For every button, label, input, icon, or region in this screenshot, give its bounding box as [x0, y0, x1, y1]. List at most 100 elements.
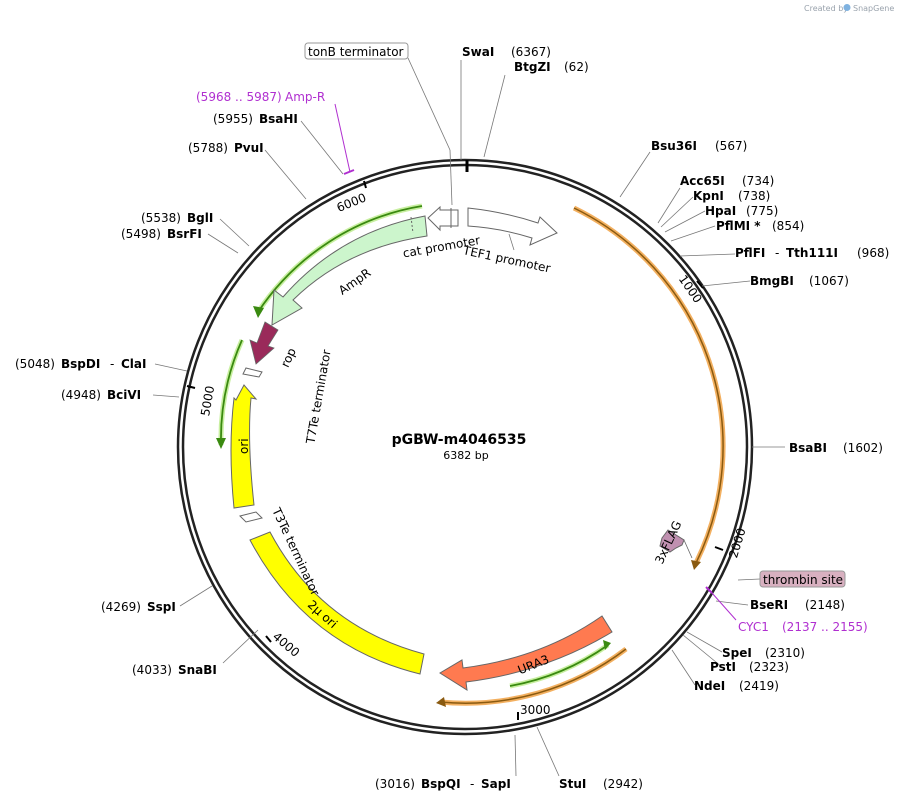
- svg-text:BglI: BglI: [187, 211, 213, 225]
- svg-text:SwaI: SwaI: [462, 45, 494, 59]
- enzyme-pvui[interactable]: (5788) PvuI: [188, 141, 264, 155]
- svg-text:(3016): (3016): [375, 777, 415, 791]
- enzyme-bsu36i[interactable]: Bsu36I (567): [651, 139, 747, 153]
- enzyme-bmgbi[interactable]: BmgBI (1067): [750, 274, 849, 288]
- svg-text:BspDI: BspDI: [61, 357, 100, 371]
- enzyme-hpai[interactable]: HpaI (775): [705, 204, 778, 218]
- svg-text:(5048): (5048): [15, 357, 55, 371]
- svg-text:(2942): (2942): [603, 777, 643, 791]
- tick-6000: 6000: [335, 180, 368, 215]
- svg-text:Bsu36I: Bsu36I: [651, 139, 697, 153]
- svg-text:(5498): (5498): [121, 227, 161, 241]
- svg-text:HpaI: HpaI: [705, 204, 736, 218]
- enzyme-bsrfi[interactable]: (5498) BsrFI: [121, 227, 202, 241]
- svg-text:SapI: SapI: [481, 777, 511, 791]
- svg-text:2000: 2000: [726, 526, 748, 559]
- svg-text:(4269): (4269): [101, 600, 141, 614]
- enzyme-bseri[interactable]: BseRI (2148): [750, 598, 845, 612]
- svg-text:BciVI: BciVI: [107, 388, 141, 402]
- svg-text:(2148): (2148): [805, 598, 845, 612]
- svg-text:SpeI: SpeI: [722, 646, 752, 660]
- thrombin-site-label: thrombin site: [759, 570, 846, 588]
- enzyme-snabi[interactable]: (4033) SnaBI: [132, 663, 217, 677]
- tick-3000: 3000: [517, 703, 551, 720]
- svg-text:(4033): (4033): [132, 663, 172, 677]
- ampr-label: AmpR: [336, 266, 373, 298]
- rop-label: rop: [278, 346, 299, 370]
- svg-text:PflFI: PflFI: [735, 246, 765, 260]
- enzyme-bcivi[interactable]: (4948) BciVI: [61, 388, 141, 402]
- enzyme-sspi[interactable]: (4269) SspI: [101, 600, 176, 614]
- svg-text:BseRI: BseRI: [750, 598, 788, 612]
- created-by-text: Created by: [804, 4, 848, 13]
- green-primer-top: [257, 205, 423, 313]
- site-amp-r[interactable]: (5968 .. 5987) Amp-R: [196, 90, 325, 104]
- svg-text:(2310): (2310): [765, 646, 805, 660]
- cat-promoter-feature: [427, 205, 459, 232]
- enzyme-kpni[interactable]: KpnI (738): [693, 189, 770, 203]
- svg-text:BsaHI: BsaHI: [259, 112, 298, 126]
- svg-text:BsaBI: BsaBI: [789, 441, 827, 455]
- enzyme-bspdi-clai[interactable]: (5048) BspDI - ClaI: [15, 357, 146, 371]
- svg-text:(2137 .. 2155): (2137 .. 2155): [782, 620, 868, 634]
- svg-text:tonB terminator: tonB terminator: [308, 45, 404, 59]
- svg-text:(5788): (5788): [188, 141, 228, 155]
- enzyme-bsahi[interactable]: (5955) BsaHI: [213, 112, 298, 126]
- green-primer-bottom-arrowhead: [603, 640, 611, 650]
- svg-text:(2419): (2419): [739, 679, 779, 693]
- plasmid-length: 6382 bp: [443, 449, 488, 462]
- svg-text:BsrFI: BsrFI: [167, 227, 202, 241]
- green-primer-bottom: [509, 644, 609, 687]
- tick-2000: 2000: [714, 526, 749, 560]
- enzyme-spei[interactable]: SpeI (2310): [722, 646, 805, 660]
- primer-arc-bottom-inner: [439, 648, 627, 704]
- svg-text:(854): (854): [772, 219, 804, 233]
- primer-arc-bottom-arrowhead: [436, 697, 446, 707]
- svg-text:(567): (567): [715, 139, 747, 153]
- enzyme-acc65i[interactable]: Acc65I (734): [680, 174, 774, 188]
- svg-text:(775): (775): [746, 204, 778, 218]
- enzyme-psti[interactable]: PstI (2323): [710, 660, 789, 674]
- svg-text:(5955): (5955): [213, 112, 253, 126]
- svg-text:(5968 .. 5987): (5968 .. 5987): [196, 90, 282, 104]
- svg-text:thrombin site: thrombin site: [763, 573, 843, 587]
- svg-text:(2323): (2323): [749, 660, 789, 674]
- tef1-promoter-label: TEF1 promoter: [461, 243, 552, 275]
- svg-text:PstI: PstI: [710, 660, 736, 674]
- svg-text:(4948): (4948): [61, 388, 101, 402]
- enzyme-bsabi[interactable]: BsaBI (1602): [789, 441, 883, 455]
- svg-text:(734): (734): [742, 174, 774, 188]
- tonb-terminator-label: tonB terminator: [304, 42, 409, 60]
- svg-text:KpnI: KpnI: [693, 189, 724, 203]
- site-cyc1[interactable]: CYC1 (2137 .. 2155): [738, 620, 868, 634]
- enzyme-btgzi[interactable]: BtgZI (62): [514, 60, 589, 74]
- backbone-inner-ring: [181, 163, 749, 731]
- enzyme-bgli[interactable]: (5538) BglI: [141, 211, 213, 225]
- cyc1-leader: [711, 592, 737, 621]
- enzyme-ndei[interactable]: NdeI (2419): [694, 679, 779, 693]
- enzyme-bspqi-sapi[interactable]: (3016) BspQI - SapI: [375, 777, 511, 791]
- plasmid-name: pGBW-m4046535: [392, 432, 527, 448]
- enzyme-swai[interactable]: SwaI (6367): [462, 45, 551, 59]
- ampr-feature: [271, 215, 428, 326]
- svg-text:SspI: SspI: [147, 600, 176, 614]
- svg-text:SnaBI: SnaBI: [178, 663, 217, 677]
- snapgene-logo-icon: [843, 4, 851, 11]
- enzyme-pflfi-tth111i[interactable]: PflFI - Tth111I (968): [735, 246, 889, 260]
- enzyme-stui[interactable]: StuI (2942): [559, 777, 643, 791]
- ampr-cut-mark: [410, 216, 414, 234]
- two-micron-ori-feature: [249, 531, 425, 675]
- svg-text:3000: 3000: [520, 703, 551, 717]
- svg-text:PvuI: PvuI: [234, 141, 264, 155]
- svg-text:(5538): (5538): [141, 211, 181, 225]
- svg-text:ClaI: ClaI: [121, 357, 146, 371]
- svg-text:(968): (968): [857, 246, 889, 260]
- primer-arc-right-arrowhead: [691, 560, 701, 570]
- amp-r-site-marker: [343, 169, 355, 175]
- enzyme-pflmi[interactable]: PflMI * (854): [716, 219, 804, 233]
- svg-text:(62): (62): [564, 60, 589, 74]
- svg-text:BmgBI: BmgBI: [750, 274, 794, 288]
- svg-text:(738): (738): [738, 189, 770, 203]
- 3xflag-feature: [659, 529, 685, 553]
